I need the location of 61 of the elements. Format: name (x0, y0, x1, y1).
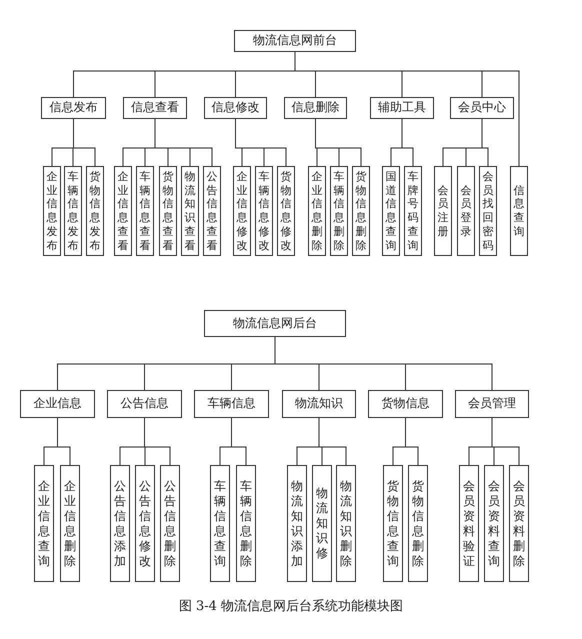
module-box: 会员资料查询 (484, 465, 504, 582)
module-box: 车辆信息查看 (136, 166, 154, 256)
module-box: 信息查看 (123, 97, 187, 119)
module-box: 企业信息删除 (60, 465, 80, 582)
connector-line (315, 118, 362, 166)
connector-line (57, 418, 70, 466)
connector-line (231, 418, 246, 466)
module-box: 车辆信息查询 (210, 465, 230, 582)
module-box: 信息发布 (41, 97, 106, 119)
module-box: 企业信息删除 (308, 166, 326, 256)
module-box: 物流信息网前台 (234, 30, 356, 52)
module-box: 公告信息删除 (160, 465, 180, 582)
module-box: 车辆信息删除 (330, 166, 348, 256)
module-box: 物流知识删除 (336, 465, 356, 582)
module-box: 货物信息删除 (352, 166, 370, 256)
module-box: 会员登录 (457, 166, 475, 256)
module-box: 物流信息网后台 (204, 310, 346, 337)
module-box: 国道信息查询 (382, 166, 400, 256)
module-box: 公告信息查看 (203, 166, 221, 256)
module-box: 货物信息 (368, 390, 443, 418)
module-box: 信息查询 (510, 166, 528, 256)
figure-caption: 图 3-4 物流信息网后台系统功能模块图 (178, 598, 404, 615)
module-box: 会员资料验证 (459, 465, 479, 582)
module-box: 信息删除 (284, 97, 347, 119)
module-box: 货物信息发布 (86, 166, 104, 256)
module-box: 辅助工具 (370, 97, 434, 119)
module-box: 企业信息 (20, 390, 95, 418)
module-box: 物流知识添加 (287, 465, 307, 582)
module-box: 公告信息添加 (110, 465, 130, 582)
module-box: 车牌号码查询 (404, 166, 422, 256)
module-box: 物流知识修 (312, 465, 332, 582)
connector-line (73, 118, 96, 166)
module-box: 公告信息 (107, 390, 182, 418)
module-box: 货物信息修改 (277, 166, 295, 256)
module-box: 企业信息发布 (43, 166, 61, 256)
module-box: 信息修改 (204, 97, 267, 119)
connector-line (318, 418, 346, 466)
module-box: 货物信息删除 (408, 465, 428, 582)
connector-line (402, 118, 414, 166)
connector-line (154, 118, 212, 166)
module-box: 车辆信息 (194, 390, 269, 418)
module-box: 企业信息查看 (114, 166, 132, 256)
module-box: 物流知识查看 (181, 166, 199, 256)
module-box: 会员注册 (434, 166, 452, 256)
module-box: 会员中心 (450, 97, 514, 119)
connector-line (235, 118, 286, 166)
module-box: 企业信息查询 (34, 465, 54, 582)
module-box: 车辆信息修改 (255, 166, 273, 256)
module-box: 会员找回密码 (479, 166, 497, 256)
module-box: 会员管理 (455, 390, 529, 418)
connector-line (492, 418, 520, 466)
connector-line (405, 418, 418, 466)
module-box: 会员资料删除 (509, 465, 529, 582)
module-box: 车辆信息删除 (236, 465, 256, 582)
module-box: 企业信息修改 (233, 166, 251, 256)
module-box: 物流知识 (282, 390, 356, 418)
connector-line (274, 336, 492, 390)
module-box: 货物信息查询 (383, 465, 403, 582)
module-box: 车辆信息发布 (64, 166, 82, 256)
module-box: 货物信息查看 (159, 166, 177, 256)
module-box: 公告信息修改 (135, 465, 155, 582)
